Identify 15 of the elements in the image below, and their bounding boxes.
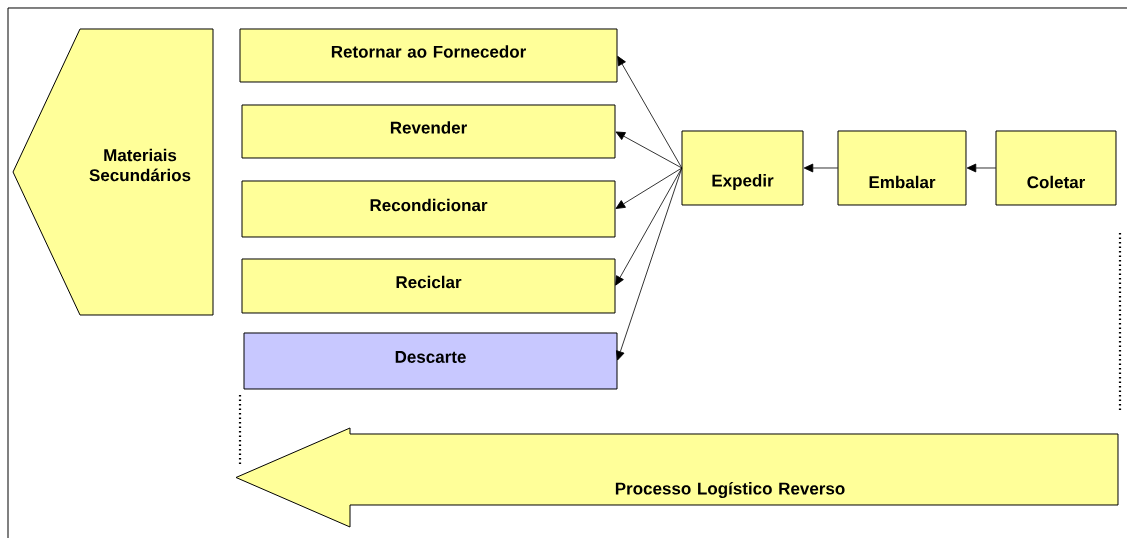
process-box: Descarte [243,332,618,390]
arrow [615,167,683,209]
arrow [616,167,683,361]
process-box: Coletar [995,130,1117,206]
process-box: Retornar ao Fornecedor [239,28,618,83]
process-box: Reciclar [241,258,616,314]
arrow [615,167,683,286]
arrow [615,131,683,169]
process-box: Recondicionar [241,180,616,238]
process-box: Expedir [681,130,804,206]
arrow [617,55,683,169]
process-box: Revender [241,104,616,159]
process-box: Embalar [837,130,967,206]
arrow [803,163,839,173]
arrow [966,163,997,173]
